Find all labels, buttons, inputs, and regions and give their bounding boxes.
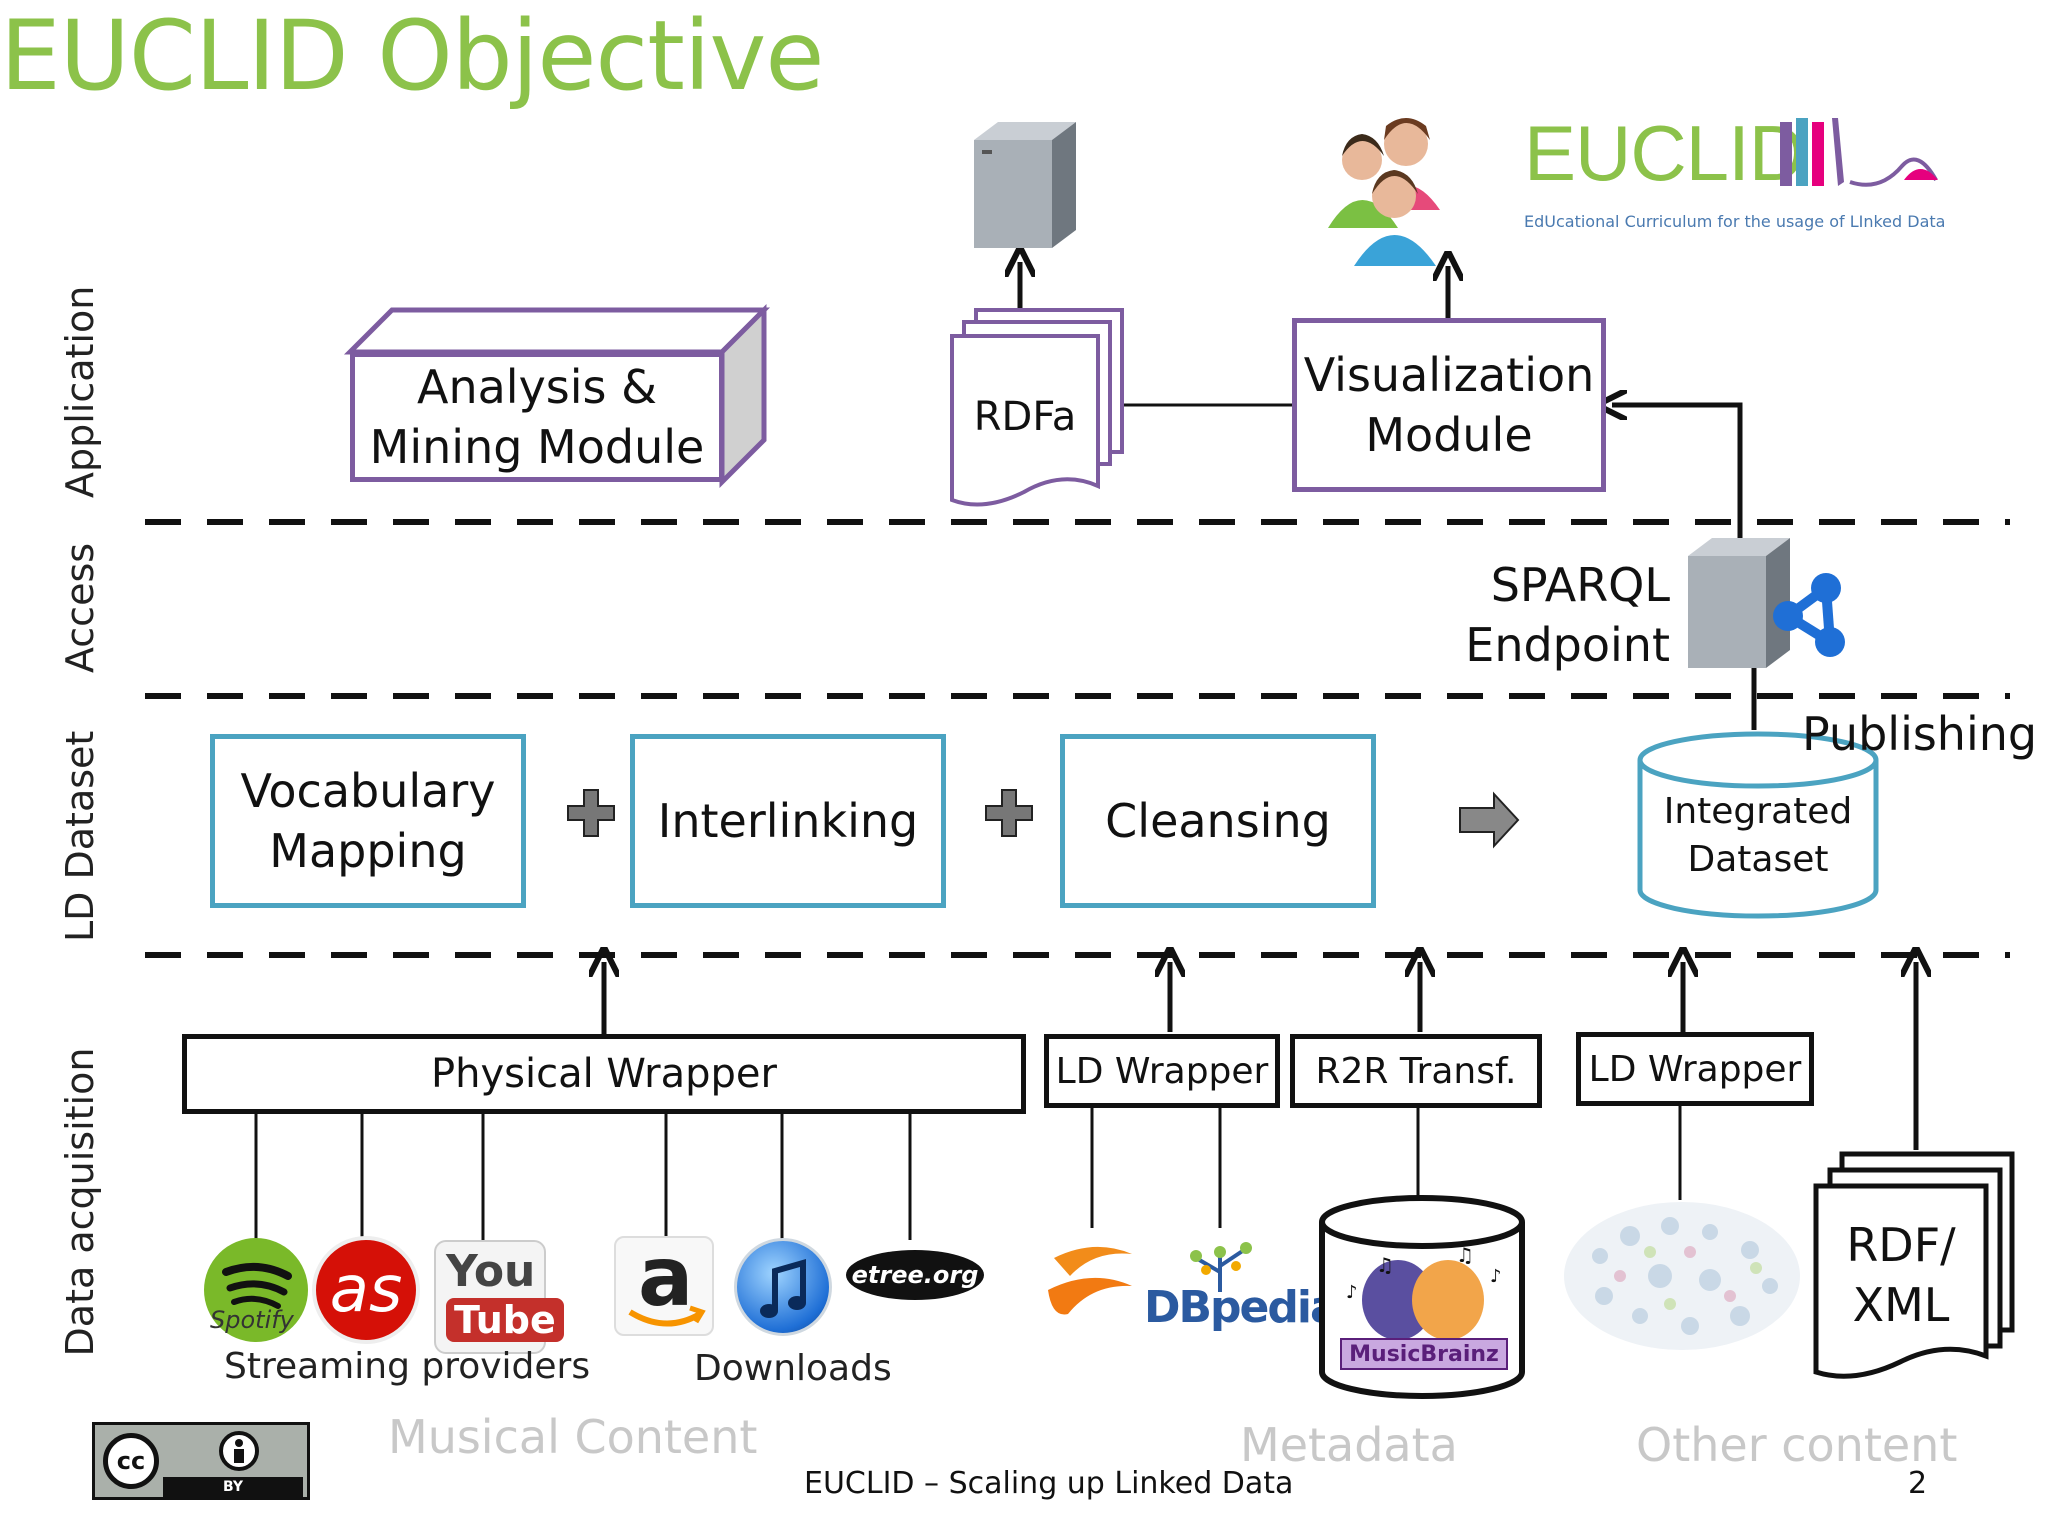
- integrated-dataset-label: Integrated Dataset: [1663, 791, 1853, 880]
- streaming-providers-caption: Streaming providers: [224, 1346, 591, 1387]
- dbpedia-tree-icon: [1190, 1242, 1252, 1292]
- ld-wrapper-box-2: LD Wrapper: [1576, 1032, 1814, 1106]
- downloads-caption: Downloads: [694, 1348, 892, 1389]
- lastfm-logo: as: [312, 1236, 420, 1344]
- logo-tagline: EdUcational Curriculum for the usage of …: [1524, 212, 1946, 231]
- lod-cloud-image: [1560, 1196, 1804, 1356]
- physical-wrapper-box: Physical Wrapper: [182, 1034, 1026, 1114]
- vocabulary-mapping-box: Vocabulary Mapping: [210, 734, 526, 908]
- page-title: EUCLID Objective: [0, 0, 824, 112]
- plus-icon: [567, 789, 615, 837]
- layer-label-data-acquisition: Data acquisition: [58, 1047, 102, 1357]
- plus-icon: [985, 789, 1033, 837]
- books-icon: [1780, 118, 1938, 187]
- logo-wordmark: EUCLID: [1524, 109, 1805, 197]
- itunes-icon: [734, 1238, 832, 1336]
- rdfa-label: RDFa: [973, 394, 1077, 440]
- etree-logo: etree.org: [846, 1250, 984, 1300]
- users-icon: [1314, 110, 1464, 270]
- ld-wrapper-box-1: LD Wrapper: [1044, 1034, 1280, 1108]
- arrow-right-icon: [1459, 791, 1520, 849]
- cc-label: cc: [103, 1433, 159, 1489]
- euclid-logo: EUCLID EdUcational Curriculum for the us…: [1524, 108, 1954, 238]
- dbpedia-logo: DBpedia: [1140, 1236, 1340, 1336]
- youtube-logo: You Tube: [434, 1240, 564, 1354]
- layer-label-ld-dataset: LD Dataset: [58, 730, 102, 942]
- category-other-content: Other content: [1636, 1418, 1958, 1472]
- by-label: BY: [163, 1477, 303, 1497]
- footer-text: EUCLID – Scaling up Linked Data: [804, 1466, 1294, 1501]
- page-number: 2: [1908, 1466, 1928, 1501]
- server-icon: [968, 120, 1080, 252]
- interlinking-box: Interlinking: [630, 734, 946, 908]
- youtube-tube-label: Tube: [446, 1298, 564, 1342]
- spotify-logo: Spotify: [204, 1238, 308, 1342]
- visualization-module: Visualization Module: [1292, 318, 1606, 492]
- person-icon: [219, 1431, 259, 1471]
- dbpedia-label: DBpedia: [1144, 1282, 1340, 1333]
- cc-by-license-badge: cc BY: [92, 1422, 310, 1500]
- amazon-label: a: [638, 1230, 694, 1325]
- layer-label-application: Application: [58, 285, 102, 498]
- category-musical-content: Musical Content: [388, 1410, 758, 1464]
- layer-label-access: Access: [58, 542, 102, 674]
- spotify-label: Spotify: [210, 1306, 294, 1334]
- category-metadata: Metadata: [1240, 1418, 1458, 1472]
- cleansing-box: Cleansing: [1060, 734, 1376, 908]
- r2r-transf-box: R2R Transf.: [1290, 1034, 1542, 1108]
- publishing-label: Publishing: [1802, 707, 2038, 761]
- rdf-xml-label: RDF/ XML: [1846, 1218, 1956, 1332]
- amazon-logo: a: [614, 1230, 714, 1336]
- sparql-server-icon: [1682, 536, 1794, 672]
- sparql-endpoint-label: SPARQL Endpoint: [1465, 558, 1670, 672]
- amazon-smile-icon: [628, 1305, 706, 1327]
- youtube-you-label: You: [446, 1246, 536, 1297]
- analysis-mining-module: Analysis & Mining Module: [350, 352, 724, 482]
- musicbrainz-label: MusicBrainz: [1340, 1338, 1508, 1370]
- share-graph-icon: [1764, 570, 1854, 660]
